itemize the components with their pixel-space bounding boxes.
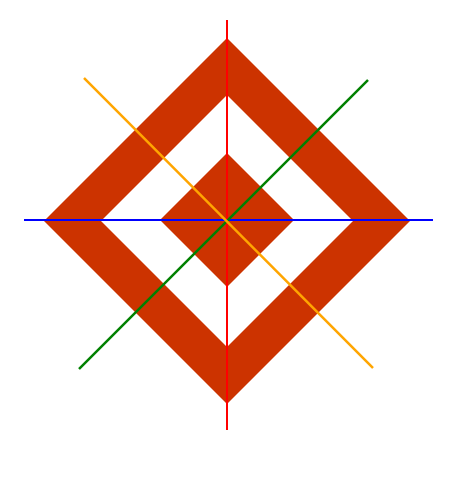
descending-diagonal-symmetry-line: [83, 77, 374, 369]
ascending-diagonal-symmetry-line: [78, 79, 369, 370]
